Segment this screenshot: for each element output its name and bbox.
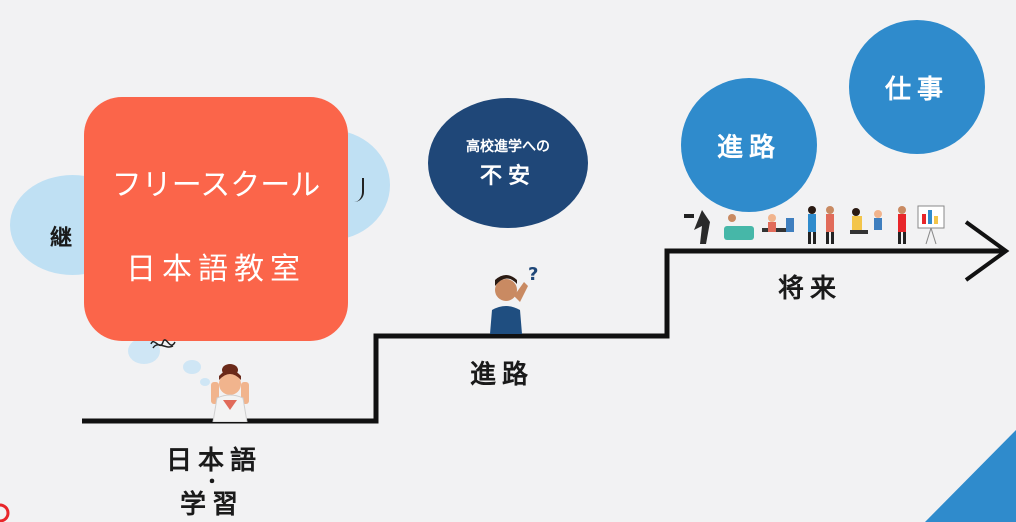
shigoto-bubble-text: 仕事 [884, 74, 949, 105]
thought-bubble-dot-3 [200, 378, 210, 386]
svg-text:?: ? [528, 264, 538, 285]
confused-student-icon: ? [484, 262, 544, 334]
scribble-icon [148, 334, 178, 354]
cloud-left-text: 継 [50, 226, 77, 251]
shigoto-bubble: 仕事 [849, 20, 985, 154]
corner-dot [0, 503, 10, 522]
corner-triangle [925, 430, 1016, 522]
step1-label-dot: ・ [203, 472, 221, 493]
anxiety-bubble: 高校進学への 不安 [428, 98, 588, 228]
anxiety-big-text: 不安 [479, 164, 536, 189]
shinro-bubble-text: 進路 [716, 132, 781, 163]
cloud-right-text-fragment [350, 178, 364, 202]
step1-label-line1: 日本語 [166, 446, 263, 476]
shinro-bubble: 進路 [681, 78, 817, 212]
step2-label: 進路 [470, 360, 535, 390]
thought-bubble-dot-2 [183, 360, 201, 374]
step3-label: 将来 [778, 274, 843, 304]
worried-student-icon [205, 362, 255, 423]
japanese-class-label: 日本語教室 [126, 252, 306, 287]
step1-label-line2: 学習 [180, 490, 245, 520]
workplace-people-icon [680, 200, 962, 248]
free-school-card [84, 97, 348, 341]
anxiety-small-text: 高校進学への [466, 139, 550, 155]
free-school-label: フリースクール [111, 168, 321, 203]
